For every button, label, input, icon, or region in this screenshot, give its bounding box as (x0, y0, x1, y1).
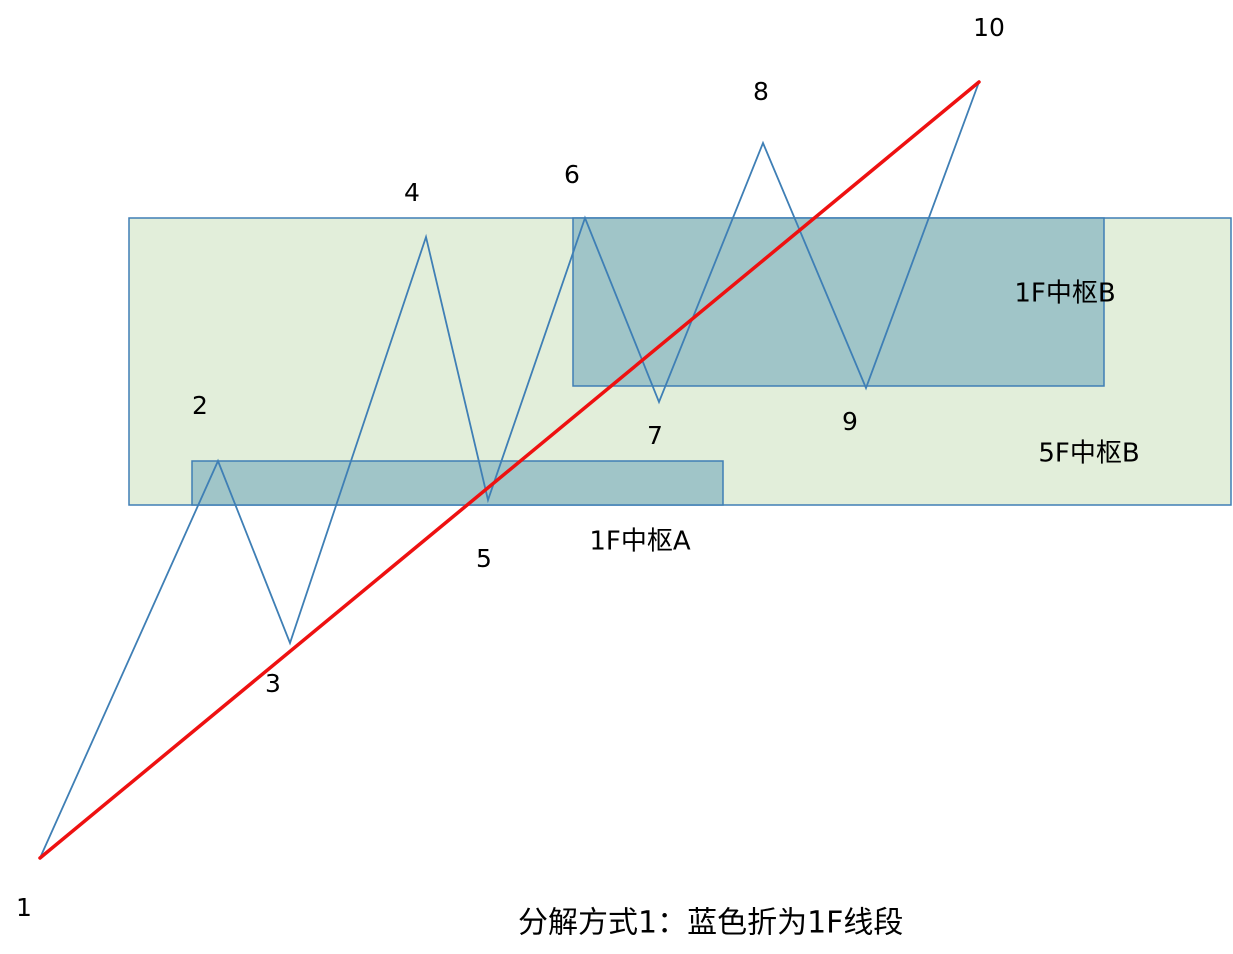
pivot-b-zone (572, 217, 1105, 387)
point-label-8: 8 (753, 77, 769, 106)
caption: 分解方式1：蓝色折为1F线段 (518, 906, 903, 941)
blue-zigzag-segments (39, 81, 980, 859)
point-label-2: 2 (192, 391, 208, 420)
point-label-9: 9 (842, 407, 858, 436)
point-label-7: 7 (647, 421, 663, 450)
point-label-6: 6 (564, 160, 580, 189)
red-trend-line (38, 80, 981, 860)
outer-pivot-label: 5F中枢B (1038, 439, 1139, 469)
point-label-10: 10 (973, 13, 1005, 42)
pivot-b-label: 1F中枢B (1014, 279, 1115, 309)
point-label-5: 5 (476, 544, 492, 573)
point-label-1: 1 (16, 893, 32, 922)
point-label-4: 4 (404, 178, 420, 207)
pivot-a-label: 1F中枢A (589, 527, 690, 557)
point-label-3: 3 (265, 669, 281, 698)
pivot-a-zone (191, 460, 724, 506)
